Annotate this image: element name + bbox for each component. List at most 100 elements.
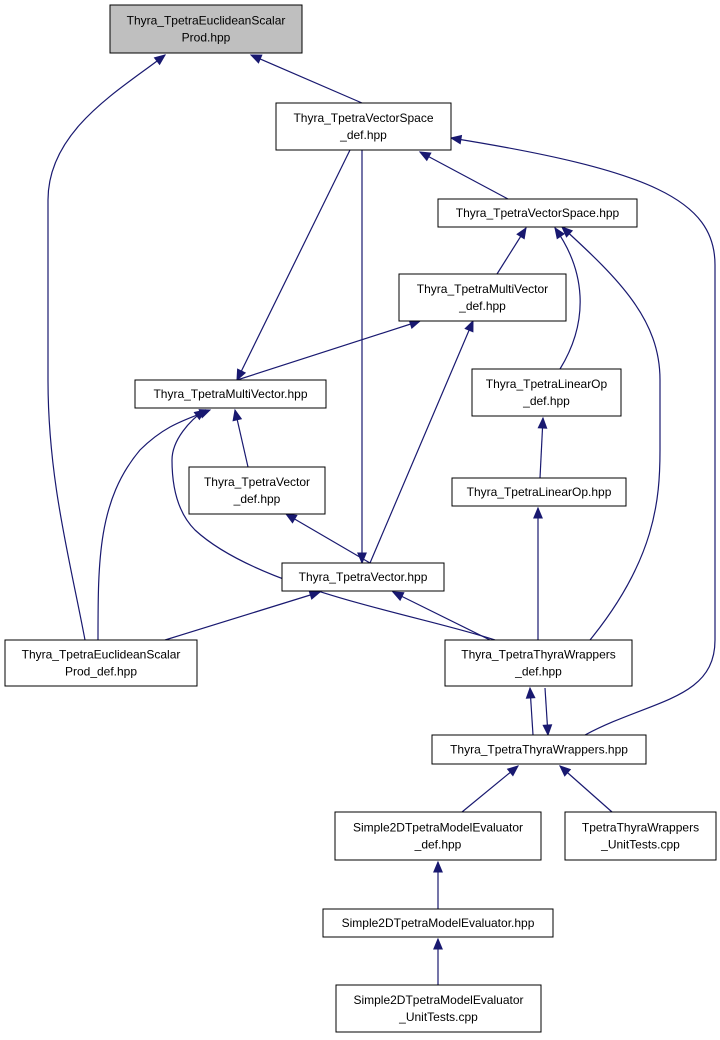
edge-multivector_def-to-vector_space — [496, 226, 527, 275]
edge-line — [392, 591, 491, 641]
node-vector-space-def[interactable]: Thyra_TpetraVectorSpace _def.hpp — [275, 102, 452, 151]
edge-vector_def-to-multivector — [232, 408, 249, 468]
edge-line — [250, 54, 363, 104]
edge-thyra_wrappers_def-to-multivector — [171, 409, 496, 641]
edge-vector_space-to-vector_space_def — [418, 151, 509, 200]
edge-model_evaluator_def-to-thyra_wrappers — [461, 765, 520, 813]
node-label-line: Thyra_TpetraMultiVector.hpp — [153, 387, 307, 401]
node-label-line: Thyra_TpetraMultiVector — [417, 282, 548, 296]
node-box — [564, 811, 717, 861]
edge-euclidean_scalar_prod_def-to-multivector — [97, 409, 212, 641]
node-thyra-wrappers-def[interactable]: Thyra_TpetraThyraWrappers _def.hpp — [444, 639, 633, 687]
edge-line — [369, 320, 474, 564]
edge-line — [236, 149, 351, 381]
edge-line — [285, 513, 371, 564]
edge-arrowhead — [418, 151, 432, 162]
node-model-evaluator-def[interactable]: Simple2DTpetraModelEvaluator _def.hpp — [334, 811, 542, 861]
edge-wrappers_unit_tests-to-thyra_wrappers — [559, 765, 613, 813]
node-label-line: _def.hpp — [233, 492, 281, 506]
node-label-line: Thyra_TpetraLinearOp — [486, 377, 608, 391]
node-label-line: Prod.hpp — [182, 31, 231, 45]
edge-arrowhead — [525, 686, 536, 699]
edge-arrowhead — [506, 765, 520, 777]
node-label-line: _def.hpp — [339, 128, 387, 142]
node-label-line: Prod_def.hpp — [65, 665, 137, 679]
node-box — [335, 984, 542, 1033]
node-label-line: _def.hpp — [414, 838, 462, 852]
edge-vector-to-multivector_def — [369, 319, 474, 564]
edge-euclidean_scalar_prod_def-to-vector — [164, 590, 322, 641]
edge-model_evaluator_unit_tests-to-model_evaluator — [433, 937, 443, 985]
node-box — [134, 379, 327, 409]
edge-arrowhead — [391, 591, 405, 602]
node-box — [334, 811, 542, 861]
edge-euclidean_scalar_prod_def-to-euclidean_scalar_prod — [47, 54, 167, 641]
node-label-line: Thyra_TpetraThyraWrappers.hpp — [450, 743, 628, 757]
node-model-evaluator[interactable]: Simple2DTpetraModelEvaluator.hpp — [322, 908, 554, 938]
node-box — [188, 466, 326, 515]
edge-arrowhead — [554, 226, 566, 240]
nodes-layer: Thyra_TpetraEuclideanScalarProd.hppThyra… — [4, 4, 717, 1033]
node-vector-space[interactable]: Thyra_TpetraVectorSpace.hpp — [437, 198, 638, 228]
node-label-line: Thyra_TpetraVector — [204, 475, 310, 489]
edge-thyra_wrappers_def-to-vector_space — [561, 226, 661, 641]
edge-arrowhead — [284, 513, 298, 524]
edge-vector-to-vector_space_def — [357, 150, 367, 565]
node-box — [451, 477, 627, 507]
edge-line — [450, 137, 716, 736]
edge-arrowhead — [537, 416, 548, 429]
node-label-line: TpetraThyraWrappers — [582, 821, 699, 835]
edge-line — [461, 765, 519, 813]
node-vector-def[interactable]: Thyra_TpetraVector _def.hpp — [188, 466, 326, 515]
edge-vector_space_def-to-euclidean_scalar_prod — [249, 54, 363, 104]
edge-linear_op-to-linear_op_def — [537, 416, 548, 479]
node-label-line: Simple2DTpetraModelEvaluator — [353, 821, 523, 835]
edge-thyra_wrappers_def-to-thyra_wrappers — [542, 687, 553, 737]
node-multivector-def[interactable]: Thyra_TpetraMultiVector _def.hpp — [398, 273, 567, 322]
edge-arrowhead — [542, 724, 553, 737]
node-label-line: Thyra_TpetraVector.hpp — [299, 570, 428, 584]
node-label-line: Thyra_TpetraEuclideanScalar — [127, 14, 286, 28]
node-multivector[interactable]: Thyra_TpetraMultiVector.hpp — [134, 379, 327, 409]
edge-arrowhead — [559, 765, 572, 777]
edge-line — [47, 54, 166, 641]
node-box — [431, 734, 647, 765]
edge-line — [561, 226, 661, 641]
node-label-line: _UnitTests.cpp — [398, 1010, 478, 1024]
edge-thyra_wrappers-to-vector_space_def — [449, 134, 716, 736]
node-wrappers-unit-tests[interactable]: TpetraThyraWrappers _UnitTests.cpp — [564, 811, 717, 861]
node-box — [444, 639, 633, 687]
node-label-line: _def.hpp — [514, 665, 562, 679]
node-box — [281, 562, 445, 592]
edge-linear_op_def-to-vector_space — [554, 226, 581, 370]
edge-arrowhead — [433, 937, 443, 950]
node-label-line: Thyra_TpetraVectorSpace — [293, 111, 433, 125]
edge-line — [171, 409, 496, 641]
edge-thyra_wrappers_def-to-linear_op — [533, 506, 543, 640]
node-box — [398, 273, 567, 322]
edge-arrowhead — [464, 319, 474, 333]
node-box — [109, 4, 303, 54]
node-linear-op[interactable]: Thyra_TpetraLinearOp.hpp — [451, 477, 627, 507]
edge-line — [419, 151, 509, 200]
edge-arrowhead — [153, 54, 167, 66]
node-model-evaluator-unit-tests[interactable]: Simple2DTpetraModelEvaluator_UnitTests.c… — [335, 984, 542, 1033]
edge-line — [164, 591, 321, 641]
edge-arrowhead — [516, 226, 527, 240]
node-thyra-wrappers[interactable]: Thyra_TpetraThyraWrappers.hpp — [431, 734, 647, 765]
edge-line — [559, 765, 613, 813]
node-label-line: _UnitTests.cpp — [600, 838, 680, 852]
node-vector[interactable]: Thyra_TpetraVector.hpp — [281, 562, 445, 592]
node-label-line: Thyra_TpetraThyraWrappers — [461, 648, 616, 662]
edge-thyra_wrappers-to-thyra_wrappers_def — [525, 686, 536, 736]
edge-multivector-to-vector_space_def — [236, 149, 351, 382]
node-label-line: _def.hpp — [522, 394, 570, 408]
node-box — [471, 368, 622, 417]
node-label-line: Thyra_TpetraLinearOp.hpp — [467, 485, 612, 499]
node-label-line: _def.hpp — [458, 299, 506, 313]
node-linear-op-def[interactable]: Thyra_TpetraLinearOp _def.hpp — [471, 368, 622, 417]
edge-line — [236, 320, 421, 381]
edge-arrowhead — [249, 54, 263, 64]
